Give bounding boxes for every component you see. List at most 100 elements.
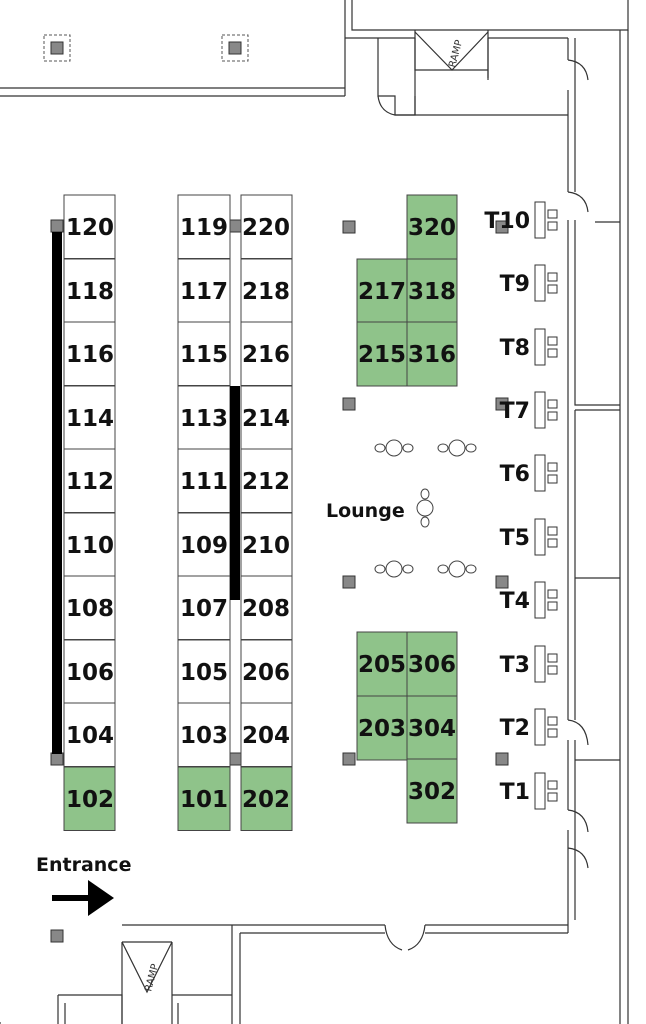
booth-108[interactable]: 108 bbox=[63, 575, 116, 640]
booth-218[interactable]: 218 bbox=[240, 258, 293, 323]
booth-216[interactable]: 216 bbox=[240, 321, 293, 386]
booth-101[interactable]: 101 bbox=[177, 766, 231, 831]
booth-box[interactable] bbox=[240, 448, 293, 513]
booth-116[interactable]: 116 bbox=[63, 321, 116, 386]
booth-box[interactable] bbox=[177, 766, 231, 831]
booth-box[interactable] bbox=[240, 385, 293, 450]
booth-115[interactable]: 115 bbox=[177, 321, 231, 386]
booth-112[interactable]: 112 bbox=[63, 448, 116, 513]
booth-306[interactable]: 306 bbox=[406, 631, 458, 697]
booth-box[interactable] bbox=[63, 766, 116, 831]
booth-box[interactable] bbox=[240, 512, 293, 577]
booth-205[interactable]: 205 bbox=[356, 631, 408, 697]
table-desk[interactable] bbox=[534, 518, 546, 556]
table-t10[interactable]: T10 bbox=[484, 201, 558, 239]
booth-104[interactable]: 104 bbox=[63, 702, 116, 767]
table-t2[interactable]: T2 bbox=[500, 708, 558, 746]
booth-box[interactable] bbox=[177, 194, 231, 259]
chair bbox=[547, 665, 558, 675]
booth-box[interactable] bbox=[63, 385, 116, 450]
table-t1[interactable]: T1 bbox=[500, 772, 558, 810]
booth-318[interactable]: 318 bbox=[406, 258, 458, 324]
table-t9[interactable]: T9 bbox=[500, 264, 558, 302]
booth-box[interactable] bbox=[177, 702, 231, 767]
booth-212[interactable]: 212 bbox=[240, 448, 293, 513]
booth-box[interactable] bbox=[406, 194, 458, 260]
table-desk[interactable] bbox=[534, 264, 546, 302]
booth-120[interactable]: 120 bbox=[63, 194, 116, 259]
booth-box[interactable] bbox=[240, 575, 293, 640]
chair bbox=[547, 474, 558, 484]
table-t3[interactable]: T3 bbox=[500, 645, 558, 683]
booth-label: 104 bbox=[66, 723, 114, 749]
booth-214[interactable]: 214 bbox=[240, 385, 293, 450]
pillar bbox=[50, 929, 64, 943]
table-desk[interactable] bbox=[534, 201, 546, 239]
table-desk[interactable] bbox=[534, 708, 546, 746]
booth-box[interactable] bbox=[406, 631, 458, 697]
booth-box[interactable] bbox=[356, 321, 408, 387]
booth-206[interactable]: 206 bbox=[240, 639, 293, 704]
booth-208[interactable]: 208 bbox=[240, 575, 293, 640]
booth-label: 210 bbox=[242, 533, 290, 559]
booth-110[interactable]: 110 bbox=[63, 512, 116, 577]
booth-box[interactable] bbox=[356, 258, 408, 324]
booth-117[interactable]: 117 bbox=[177, 258, 231, 323]
table-t5[interactable]: T5 bbox=[500, 518, 558, 556]
table-t7[interactable]: T7 bbox=[500, 391, 558, 429]
booth-box[interactable] bbox=[240, 258, 293, 323]
table-t6[interactable]: T6 bbox=[500, 454, 558, 492]
table-label: T6 bbox=[500, 462, 530, 487]
booth-111[interactable]: 111 bbox=[177, 448, 231, 513]
booth-109[interactable]: 109 bbox=[177, 512, 231, 577]
booth-box[interactable] bbox=[63, 512, 116, 577]
booth-box[interactable] bbox=[240, 639, 293, 704]
table-desk[interactable] bbox=[534, 454, 546, 492]
booth-119[interactable]: 119 bbox=[177, 194, 231, 259]
booth-210[interactable]: 210 bbox=[240, 512, 293, 577]
table-desk[interactable] bbox=[534, 391, 546, 429]
booth-302[interactable]: 302 bbox=[406, 758, 458, 824]
booth-113[interactable]: 113 bbox=[177, 385, 231, 450]
table-t4[interactable]: T4 bbox=[500, 581, 558, 619]
table-t8[interactable]: T8 bbox=[500, 328, 558, 366]
booth-105[interactable]: 105 bbox=[177, 639, 231, 704]
booth-103[interactable]: 103 bbox=[177, 702, 231, 767]
table-desk[interactable] bbox=[534, 581, 546, 619]
booth-box[interactable] bbox=[63, 258, 116, 323]
booth-box[interactable] bbox=[240, 766, 293, 831]
booth-304[interactable]: 304 bbox=[406, 695, 458, 761]
booth-box[interactable] bbox=[406, 695, 458, 761]
booth-203[interactable]: 203 bbox=[356, 695, 408, 761]
booth-220[interactable]: 220 bbox=[240, 194, 293, 259]
booth-204[interactable]: 204 bbox=[240, 702, 293, 767]
table-desk[interactable] bbox=[534, 328, 546, 366]
booth-202[interactable]: 202 bbox=[240, 766, 293, 831]
chair bbox=[547, 336, 558, 346]
booth-106[interactable]: 106 bbox=[63, 639, 116, 704]
booth-215[interactable]: 215 bbox=[356, 321, 408, 387]
booth-107[interactable]: 107 bbox=[177, 575, 231, 640]
booth-box[interactable] bbox=[240, 321, 293, 386]
table-desk[interactable] bbox=[534, 772, 546, 810]
booth-114[interactable]: 114 bbox=[63, 385, 116, 450]
booth-320[interactable]: 320 bbox=[406, 194, 458, 260]
table-desk[interactable] bbox=[534, 645, 546, 683]
booth-box[interactable] bbox=[177, 639, 231, 704]
booth-box[interactable] bbox=[177, 385, 231, 450]
booth-box[interactable] bbox=[406, 321, 458, 387]
booth-118[interactable]: 118 bbox=[63, 258, 116, 323]
booth-box[interactable] bbox=[356, 695, 408, 761]
booth-316[interactable]: 316 bbox=[406, 321, 458, 387]
booth-box[interactable] bbox=[177, 321, 231, 386]
booth-box[interactable] bbox=[63, 448, 116, 513]
booth-102[interactable]: 102 bbox=[63, 766, 116, 831]
booth-box[interactable] bbox=[177, 258, 231, 323]
booth-box[interactable] bbox=[63, 639, 116, 704]
booth-217[interactable]: 217 bbox=[356, 258, 408, 324]
booth-columns: 1201181161141121101081061041021191171151… bbox=[63, 194, 293, 831]
booth-box[interactable] bbox=[177, 575, 231, 640]
booth-label: 318 bbox=[408, 279, 456, 305]
booth-box[interactable] bbox=[406, 758, 458, 824]
